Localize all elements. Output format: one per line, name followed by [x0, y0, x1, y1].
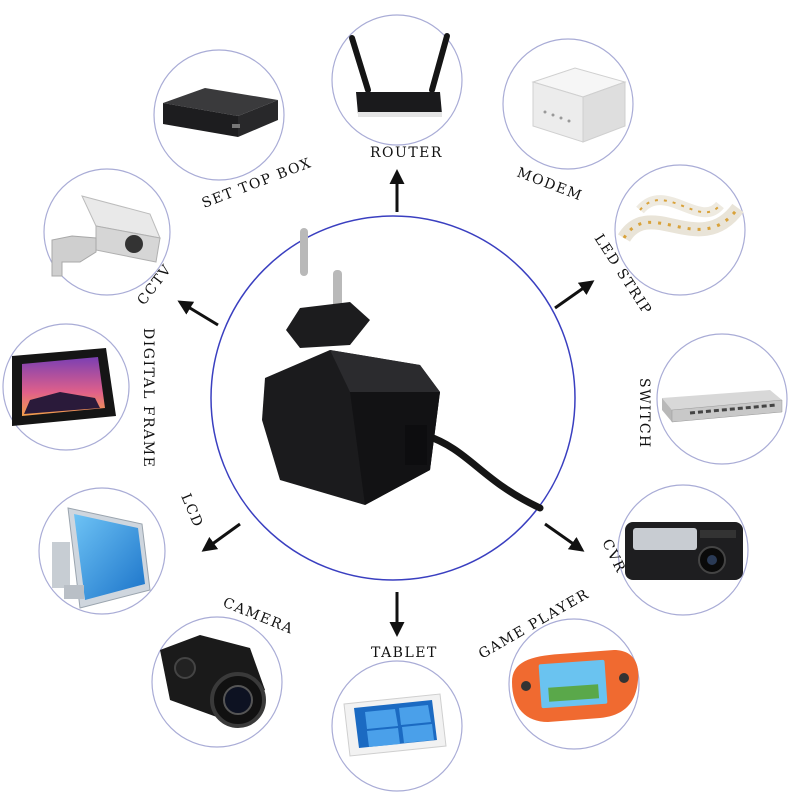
device-camera	[151, 616, 283, 748]
device-led-strip	[614, 164, 746, 296]
arrows	[177, 169, 595, 637]
eu-plug-power-adapter-icon	[262, 228, 544, 512]
set-top-box-icon	[163, 88, 278, 137]
modem-icon	[531, 67, 627, 143]
tablet-icon	[343, 693, 447, 757]
device-router	[331, 14, 463, 146]
label-lcd: LCD	[177, 491, 206, 530]
device-set-top-box	[153, 49, 285, 181]
cctv-camera-icon	[51, 195, 161, 277]
device-switch	[656, 333, 788, 465]
lcd-monitor-icon	[52, 507, 151, 609]
label-router: ROUTER	[370, 145, 443, 161]
handheld-console-icon	[512, 650, 639, 722]
dash-camera-icon	[625, 522, 743, 580]
device-modem	[502, 38, 634, 170]
arrow-led-strip	[554, 280, 595, 310]
device-tablet	[331, 660, 463, 792]
arrow-cvr	[544, 522, 585, 552]
device-cctv	[43, 168, 171, 296]
device-digital-frame	[2, 323, 130, 451]
label-modem: MODEM	[515, 165, 585, 205]
label-switch: SWITCH	[636, 378, 652, 449]
device-game-player	[508, 618, 640, 750]
digital-frame-icon	[12, 348, 116, 426]
device-lcd	[38, 487, 166, 615]
center-hub	[210, 215, 576, 581]
camera-icon	[160, 635, 266, 728]
arrow-lcd	[201, 522, 241, 552]
label-digital-frame: DIGITAL FRAME	[140, 328, 156, 468]
router-icon	[349, 33, 450, 117]
arrow-cctv	[177, 300, 219, 327]
led-strip-icon	[618, 195, 744, 243]
network-switch-icon	[662, 390, 783, 423]
label-tablet: TABLET	[371, 645, 438, 661]
device-cvr	[617, 484, 749, 616]
